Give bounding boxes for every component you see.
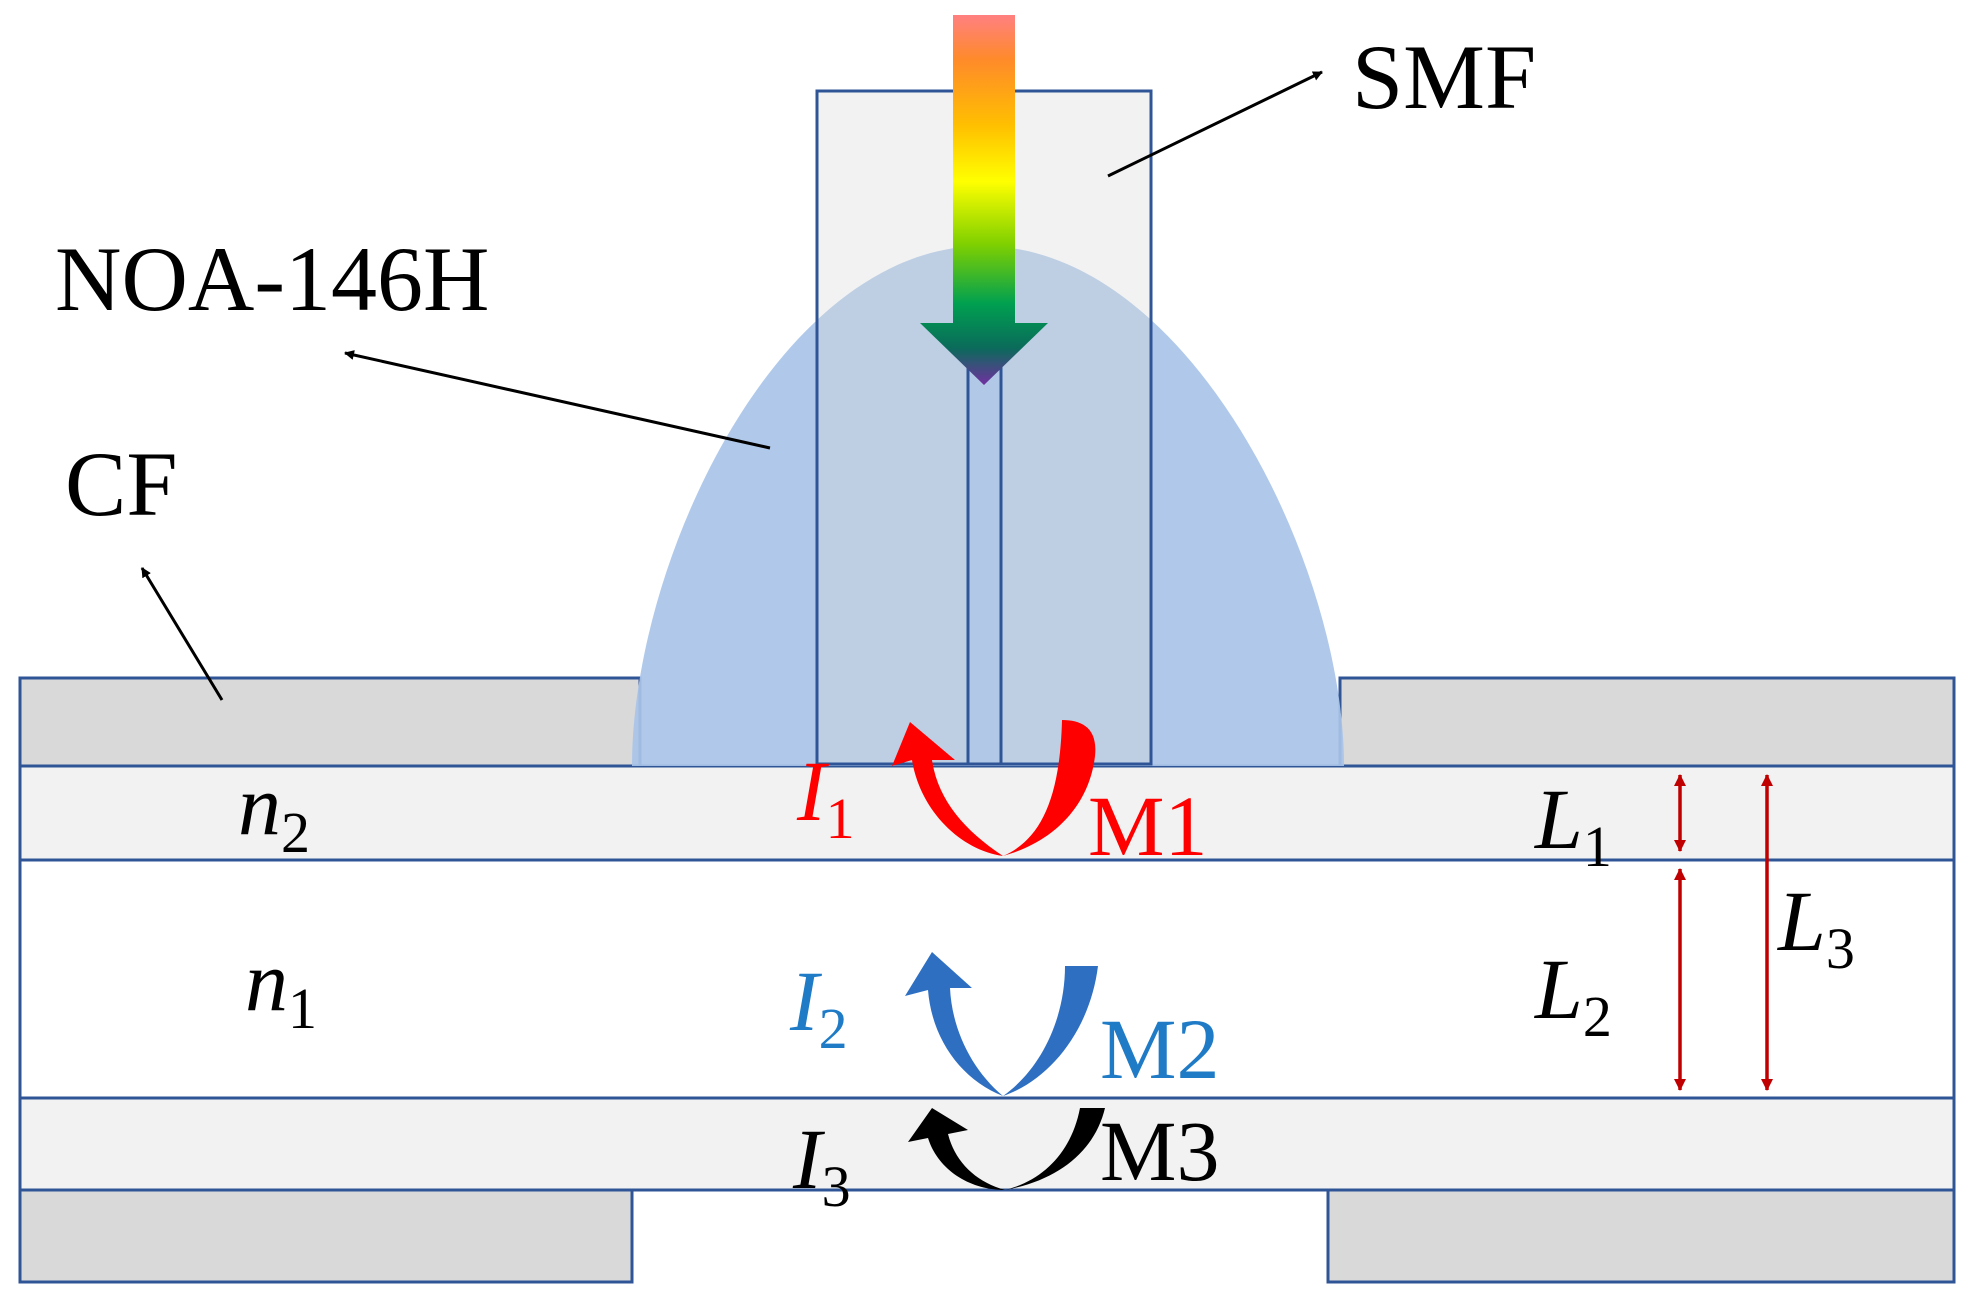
i2-label: I2 [789, 953, 848, 1061]
m3-curve-arrow [908, 1108, 1105, 1190]
i3-base: I [792, 1111, 825, 1207]
smf-pointer-arrow [1107, 70, 1323, 178]
m3-label: M3 [1100, 1103, 1219, 1199]
cf-bottom-wall-right [1326, 1188, 1956, 1284]
i1-label: I1 [796, 743, 855, 851]
l2-label: L2 [1533, 941, 1612, 1049]
l3-label: L3 [1776, 873, 1855, 981]
smf-label: SMF [1352, 26, 1536, 128]
cf-top-wall-left [18, 676, 642, 768]
bottom-gap [634, 1192, 1326, 1292]
m1-label: M1 [1088, 778, 1207, 874]
m2-curve-arrow [905, 952, 1098, 1096]
light-input-arrow [920, 15, 1048, 385]
layer-bottom-n2 [18, 1096, 1956, 1192]
cf-label: CF [65, 433, 178, 535]
smf-core [966, 358, 1003, 766]
n1-label: n1 [245, 933, 317, 1041]
n1-base: n [245, 933, 288, 1029]
cf-bottom-wall-left [18, 1188, 634, 1284]
l3-sub: 3 [1826, 916, 1855, 981]
cf-top-wall-right [1338, 676, 1956, 768]
i2-base: I [789, 953, 822, 1049]
i1-sub: 1 [826, 786, 855, 851]
n2-label: n2 [238, 757, 310, 865]
noa-pointer-arrow [344, 350, 771, 450]
i3-sub: 3 [822, 1154, 851, 1219]
n1-sub: 1 [288, 976, 317, 1041]
l1-sub: 1 [1583, 814, 1612, 879]
l2-sub: 2 [1583, 984, 1612, 1049]
m1-curve-arrow [892, 720, 1096, 856]
layer-n1 [18, 858, 1956, 1100]
n2-base: n [238, 757, 281, 853]
l1-base: L [1533, 771, 1583, 867]
i1-base: I [796, 743, 829, 839]
l2-base: L [1533, 941, 1583, 1037]
noa-label: NOA-146H [55, 228, 489, 330]
l3-base: L [1776, 873, 1826, 969]
layer-n2 [18, 764, 1956, 862]
cf-pointer-arrow [140, 567, 224, 701]
i2-sub: 2 [819, 996, 848, 1061]
n2-sub: 2 [281, 800, 310, 865]
i3-label: I3 [792, 1111, 851, 1219]
l1-label: L1 [1533, 771, 1612, 879]
m2-label: M2 [1100, 1001, 1219, 1097]
